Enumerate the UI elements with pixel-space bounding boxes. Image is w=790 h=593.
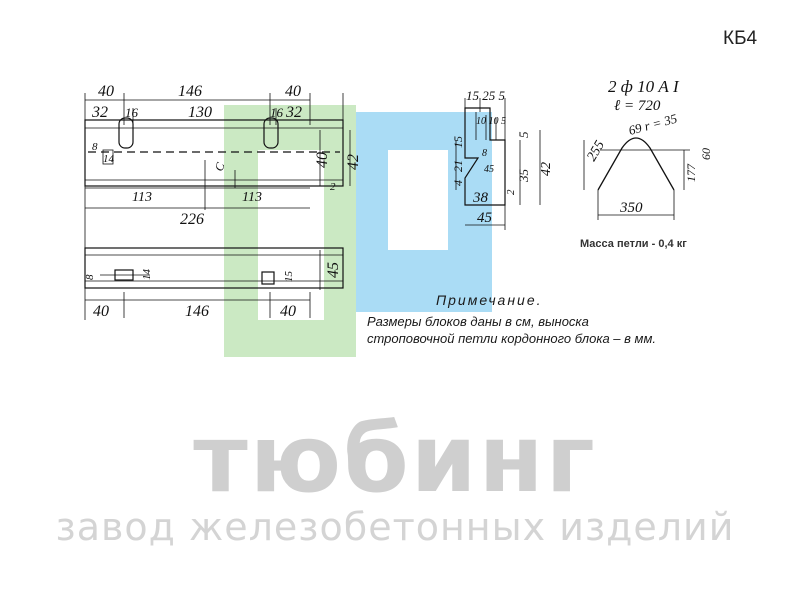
plan-right-loop	[261, 271, 275, 285]
plan-dim-bottom-2: 40	[280, 303, 296, 320]
front-dim-bottom-1: 113	[242, 190, 262, 205]
section-left-dim-0: 4	[451, 180, 465, 186]
section-right-dim-1: 35	[516, 169, 531, 184]
loop-detail-labels: 2 ф 10 А I ℓ = 720 69 r = 35 255 177 60 …	[584, 77, 713, 216]
section-left-dim-1: 21	[451, 160, 465, 172]
section-right-dim-2: 42	[539, 162, 554, 176]
loop-length: ℓ = 720	[614, 98, 661, 114]
plan-dim-bottom-1: 146	[185, 303, 209, 320]
right-lifting-loop	[263, 117, 279, 149]
watermark-name: тюбинг	[193, 405, 597, 514]
loop-radius: 69 r = 35	[627, 110, 679, 137]
note-line-1: Размеры блоков даны в см, выноска	[367, 314, 589, 329]
front-dim-second-2: 130	[188, 104, 212, 121]
plan-mark-left-0: 8	[84, 274, 96, 280]
front-side-mark: 2	[330, 181, 336, 193]
section-view-labels: 15 25 5 10 10 5 4 21 15 8 45 5 35 42 2 3…	[451, 88, 554, 226]
loop-mass: Масса петли - 0,4 кг	[580, 238, 687, 250]
loop-detail	[583, 137, 690, 220]
front-view-labels: 40 146 40 32 16 130 16 32 40 42 8 14 C 2…	[91, 83, 362, 228]
plan-view	[84, 247, 344, 318]
front-dim-top-2: 40	[285, 83, 301, 100]
section-left-dim-2: 15	[451, 136, 465, 148]
front-dim-right-1: 42	[345, 154, 362, 170]
plan-right-mark: 15	[283, 271, 295, 283]
section-base-dim-1-label: 45	[477, 210, 493, 226]
note-title: Примечание.	[436, 292, 543, 308]
plan-dim-bottom-0: 40	[93, 303, 109, 320]
front-total-length: 226	[180, 211, 204, 228]
front-dim-top-0: 40	[98, 83, 114, 100]
product-code: КБ4	[723, 28, 758, 49]
loop-left-dim: 255	[584, 138, 607, 164]
section-chamfer-0: 8	[482, 148, 487, 159]
logo-green-slot	[258, 150, 324, 320]
section-right-dim-0: 5	[516, 131, 531, 138]
front-mark-left-0: 8	[92, 141, 98, 153]
plan-view-labels: 8 14 15 45 40 146 40	[84, 262, 342, 320]
section-base-dim-0: 38	[472, 190, 489, 206]
plan-width-dim: 45	[325, 262, 342, 278]
watermark-subtitle: завод железобетонных изделий	[55, 505, 735, 549]
front-dim-second-3: 16	[270, 105, 284, 120]
plan-block-outline	[84, 247, 344, 289]
watermark-logo	[224, 105, 492, 357]
logo-blue-slot	[388, 150, 448, 250]
section-right-dim-3: 2	[505, 189, 517, 195]
front-dim-second-0: 32	[91, 104, 108, 121]
front-dim-bottom-0: 113	[132, 190, 152, 205]
front-dim-right-0: 40	[314, 152, 331, 168]
front-mark-left-1: 14	[103, 153, 115, 165]
section-chamfer-1: 45	[484, 164, 494, 175]
loop-right-dim-0: 177	[684, 163, 698, 182]
loop-width-dim: 350	[619, 200, 643, 216]
section-inner-dims: 10 10 5	[476, 116, 506, 127]
note-line-2: строповочной петли кордонного блока – в …	[367, 331, 656, 346]
plan-mark-left-1: 14	[141, 269, 153, 281]
front-dim-second-1: 16	[125, 105, 139, 120]
section-top-dims: 15 25 5	[466, 88, 506, 103]
loop-right-dim-1: 60	[699, 148, 713, 160]
left-lifting-loop	[118, 117, 134, 149]
loop-shape	[597, 137, 675, 191]
front-dim-second-4: 32	[285, 104, 302, 121]
front-view	[84, 93, 351, 320]
front-dim-top-1: 146	[178, 83, 202, 100]
loop-spec: 2 ф 10 А I	[608, 77, 680, 96]
section-view	[455, 98, 541, 230]
